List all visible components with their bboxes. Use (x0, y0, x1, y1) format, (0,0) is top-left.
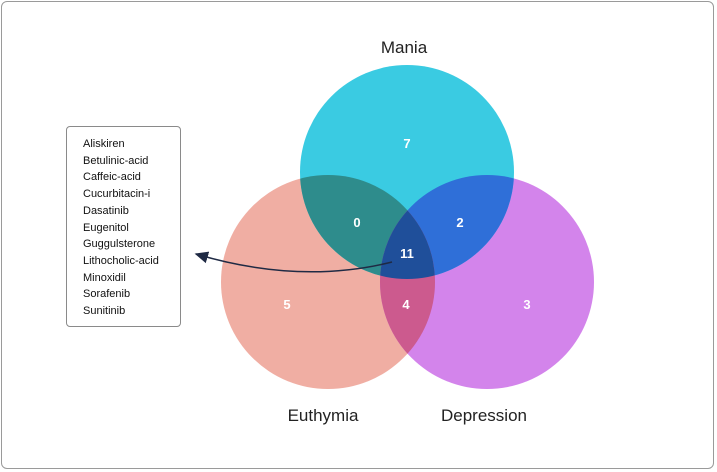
count-all-three: 11 (400, 246, 414, 261)
compound-item: Dasatinib (83, 204, 129, 217)
mania-label: Mania (381, 38, 428, 57)
count-mania-only: 7 (403, 136, 410, 151)
compound-item: Sorafenib (83, 288, 131, 301)
compound-item: Cucurbitacin-i (83, 188, 151, 201)
compound-item: Caffeic-acid (83, 171, 141, 184)
mania-depression-overlap (380, 175, 514, 279)
compound-item: Lithocholic-acid (83, 254, 159, 267)
count-mania-euthymia: 0 (353, 215, 360, 230)
depression-label: Depression (441, 406, 527, 425)
compound-item: Guggulsterone (83, 238, 156, 251)
count-euthymia-only: 5 (283, 297, 290, 312)
count-euthymia-depression: 4 (402, 297, 410, 312)
compound-item: Minoxidil (83, 271, 126, 284)
mania-euthymia-overlap (300, 175, 435, 279)
callout-arrow (194, 251, 393, 273)
compound-item: Sunitinib (83, 305, 126, 318)
compound-item: Betulinic-acid (83, 154, 149, 167)
count-mania-depression: 2 (456, 215, 463, 230)
compound-item: Eugenitol (83, 221, 129, 234)
euthymia-label: Euthymia (288, 406, 359, 425)
compound-item: Aliskiren (83, 138, 125, 150)
count-depression-only: 3 (523, 297, 530, 312)
